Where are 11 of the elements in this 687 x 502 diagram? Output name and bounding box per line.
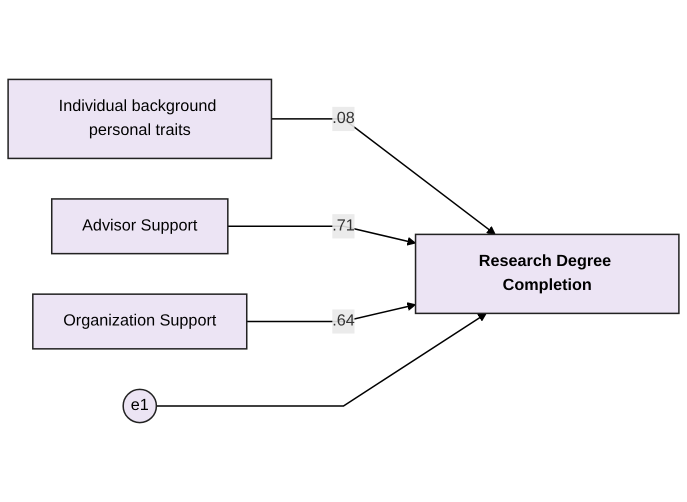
arrow <box>156 313 487 407</box>
edge-label: .64 <box>332 312 355 330</box>
arrow <box>271 118 496 235</box>
edge-label: .08 <box>332 110 355 128</box>
arrow <box>228 226 416 246</box>
node-box: Advisor Support <box>50 198 229 254</box>
node-circle: e1 <box>122 388 158 424</box>
edge-label: .71 <box>332 217 355 234</box>
node-box: Individual background personal traits <box>7 78 272 160</box>
node-box: Research Degree Completion <box>414 234 680 314</box>
node-box: Organization Support <box>32 293 248 350</box>
